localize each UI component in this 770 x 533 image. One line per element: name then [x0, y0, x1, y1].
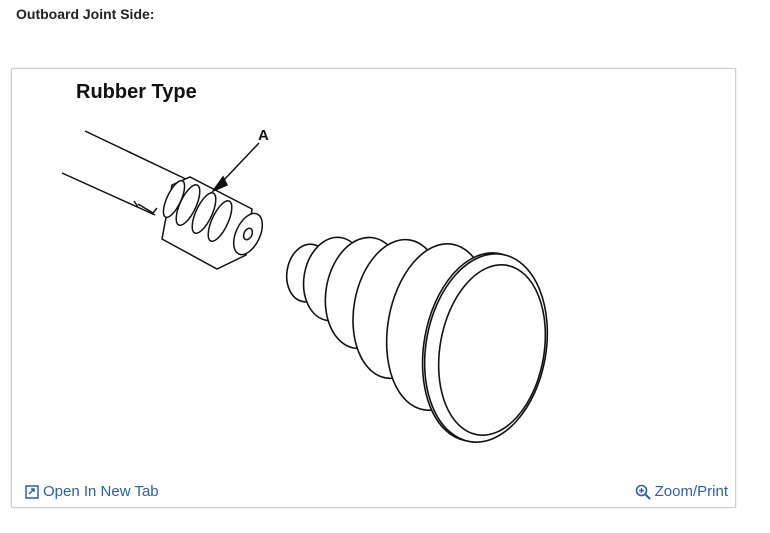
axle-shaft	[61, 130, 191, 216]
rubber-boot	[285, 236, 549, 443]
figure-card: Rubber Type A	[11, 68, 736, 508]
zoom-print-label: Zoom/Print	[654, 483, 728, 500]
callout-arrow	[210, 142, 260, 193]
open-in-new-tab-link[interactable]: Open In New Tab	[25, 483, 159, 500]
cv-boot-diagram: Rubber Type A	[61, 81, 549, 443]
zoom-print-link[interactable]: Zoom/Print	[635, 483, 728, 500]
zoom-in-icon	[635, 484, 651, 500]
callout-label-a: A	[258, 127, 269, 144]
open-in-new-tab-label: Open In New Tab	[43, 483, 159, 500]
shaft-end-grooves	[161, 176, 264, 270]
section-heading: Outboard Joint Side:	[16, 6, 155, 22]
diagram-title: Rubber Type	[76, 81, 197, 103]
figure-footer: Open In New Tab Zoom/Print	[12, 474, 735, 507]
open-in-new-tab-icon	[25, 484, 39, 499]
